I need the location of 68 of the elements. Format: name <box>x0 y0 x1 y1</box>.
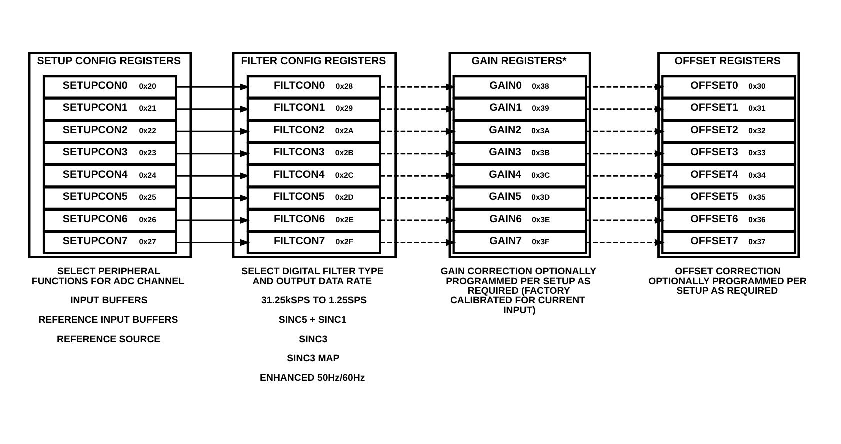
node-box: GAIN3 0x3B <box>452 142 588 166</box>
node-box: SETUPCON3 0x23 <box>42 142 178 166</box>
node-box: GAIN1 0x39 <box>452 98 588 122</box>
arrow <box>586 194 665 202</box>
node-box: FILTCON2 0x2A <box>246 120 382 144</box>
arrow <box>380 106 456 113</box>
node-box: SETUPCON5 0x25 <box>42 186 178 210</box>
node-box: FILTCON6 0x2E <box>246 208 382 232</box>
node-box: OFFSET6 0x36 <box>662 208 796 232</box>
arrow <box>380 217 456 224</box>
arrow <box>380 239 456 246</box>
node-label: GAIN CORRECTION OPTIONALLY PROGRAMMED PER SETUP AS REQUIRED (FACTORY CALIBRATED FOR CURRENT INPUT) <box>440 266 597 316</box>
arrow <box>176 172 250 180</box>
arrow <box>176 150 250 158</box>
node-box: SETUPCON0 0x20 <box>42 75 178 99</box>
node-box: GAIN7 0x3F <box>452 231 588 254</box>
node-box: OFFSET1 0x31 <box>662 98 796 122</box>
arrow <box>176 128 250 136</box>
arrow <box>586 239 665 246</box>
node-box: GAIN0 0x38 <box>452 75 588 99</box>
arrow <box>176 239 250 246</box>
arrow <box>380 172 456 180</box>
node-box: SETUPCON4 0x24 <box>42 164 178 188</box>
node-label: 31.25kSPS TO 1.25SPS <box>261 296 368 307</box>
arrow <box>176 194 250 202</box>
node-box: OFFSET2 0x32 <box>662 120 796 144</box>
node-box: SETUPCON6 0x26 <box>42 208 178 232</box>
arrow <box>176 106 250 113</box>
arrow <box>380 194 456 202</box>
arrow <box>380 150 456 158</box>
node-box: GAIN4 0x3C <box>452 164 588 188</box>
node-label: SELECT PERIPHERAL FUNCTIONS FOR ADC CHANNEL <box>32 266 184 288</box>
node-box: OFFSET7 0x37 <box>662 231 796 254</box>
node-box: FILTCON1 0x29 <box>246 98 382 122</box>
node-box: OFFSET4 0x34 <box>662 164 796 188</box>
node-label: OFFSET CORRECTION OPTIONALLY PROGRAMMED PER SETUP AS REQUIRED <box>648 266 807 298</box>
arrow <box>586 150 665 158</box>
arrow <box>176 84 250 91</box>
node-box: OFFSET0 0x30 <box>662 75 796 99</box>
node-box: GAIN5 0x3D <box>452 186 588 210</box>
node-label: REFERENCE SOURCE <box>57 334 161 346</box>
node-label: INPUT BUFFERS <box>70 296 148 307</box>
arrow <box>380 84 456 91</box>
node-label: SINC3 MAP <box>287 354 340 365</box>
node-box: SETUPCON7 0x27 <box>42 231 178 254</box>
node-label: SINC5 + SINC1 <box>278 315 347 326</box>
node-label: SINC3 <box>299 334 328 346</box>
arrow <box>586 128 665 136</box>
node-box: FILTCON0 0x28 <box>246 75 382 99</box>
node-box: FILTCON5 0x2D <box>246 186 382 210</box>
node-label: ENHANCED 50Hz/60Hz <box>260 373 366 384</box>
arrow <box>176 217 250 224</box>
node-box: GAIN2 0x3A <box>452 120 588 144</box>
arrow <box>586 172 665 180</box>
node-box: SETUPCON2 0x22 <box>42 120 178 144</box>
node-label: SELECT DIGITAL FILTER TYPE AND OUTPUT DATA RATE <box>242 266 384 288</box>
node-label: REFERENCE INPUT BUFFERS <box>38 315 178 326</box>
arrow <box>586 84 665 91</box>
node-box: SETUPCON1 0x21 <box>42 98 178 122</box>
arrow <box>380 128 456 136</box>
node-box: GAIN6 0x3E <box>452 208 588 232</box>
node-box: FILTCON3 0x2B <box>246 142 382 166</box>
arrow <box>586 217 665 224</box>
arrow <box>586 106 665 113</box>
node-box: FILTCON7 0x2F <box>246 231 382 254</box>
node-box: FILTCON4 0x2C <box>246 164 382 188</box>
node-box: OFFSET3 0x33 <box>662 142 796 166</box>
node-box: OFFSET5 0x35 <box>662 186 796 210</box>
